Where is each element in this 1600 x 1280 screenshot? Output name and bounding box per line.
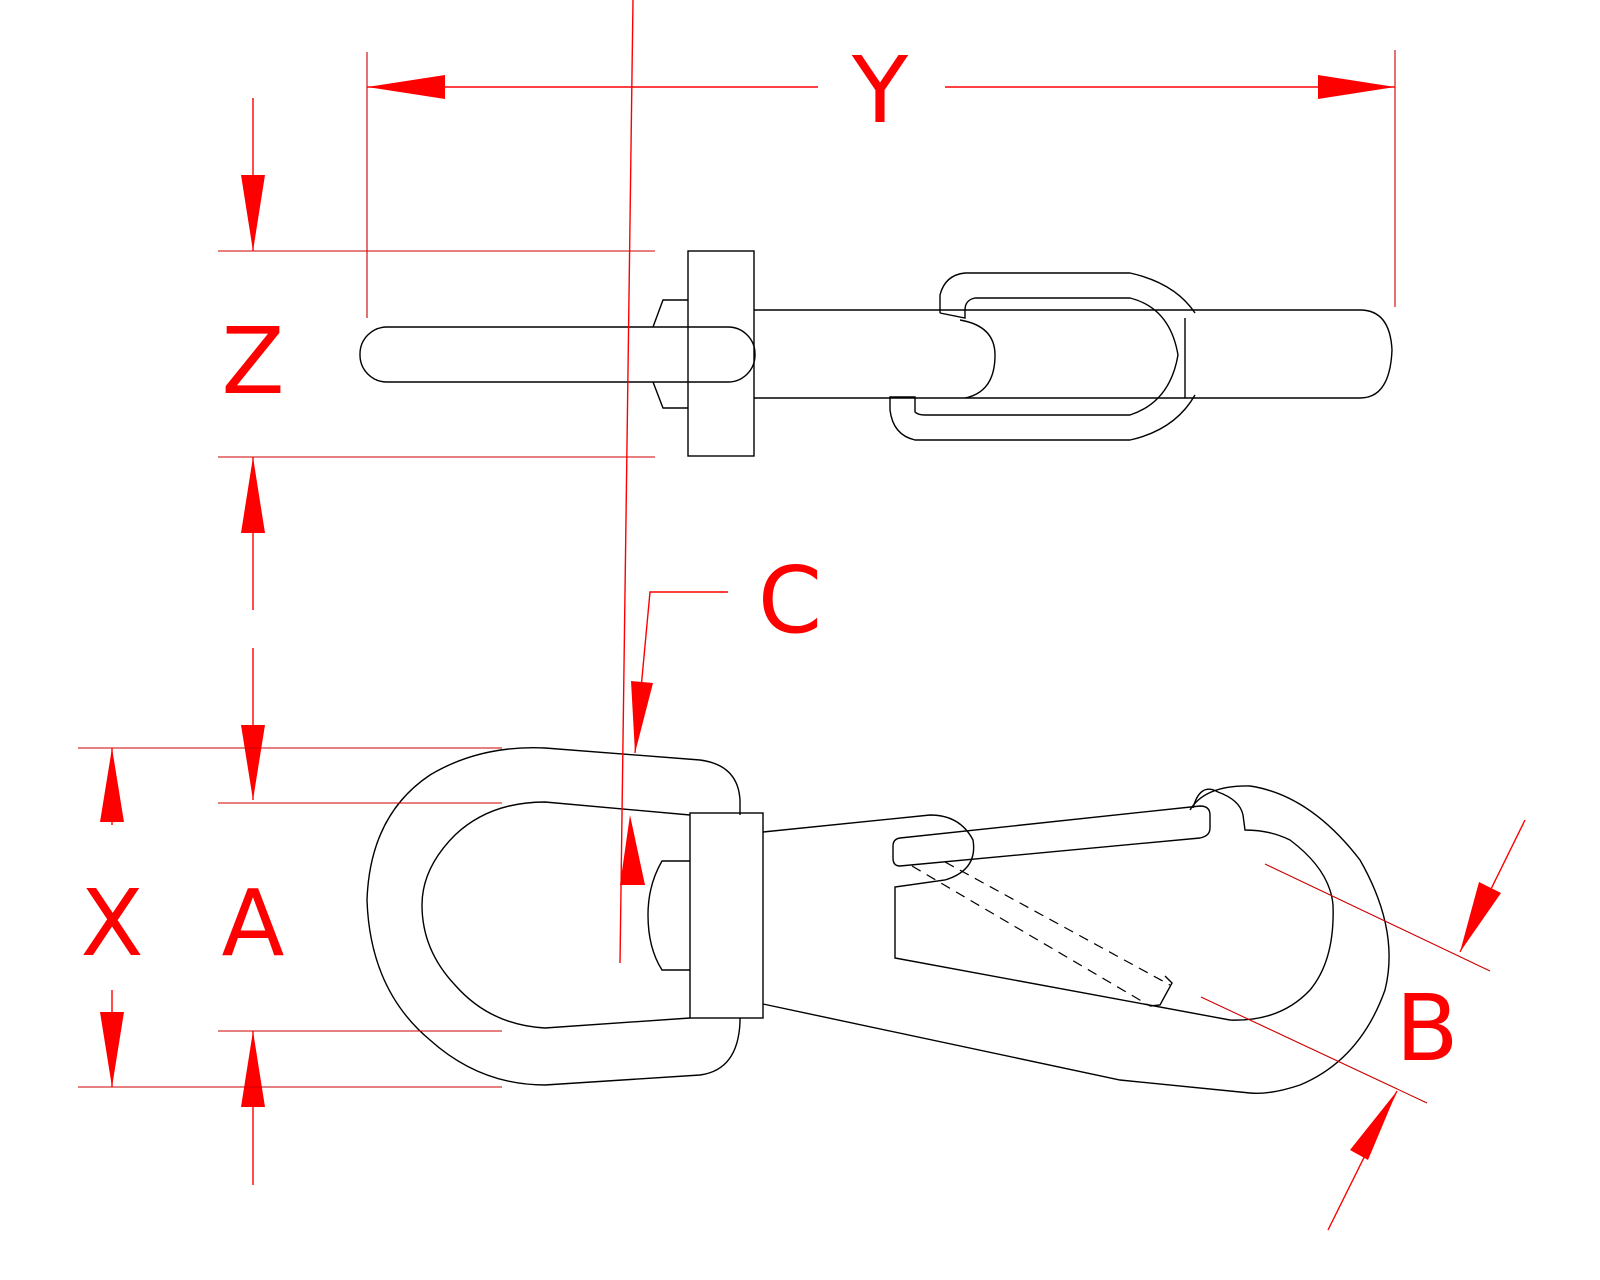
swivel-boss [647,860,690,971]
side-view [366,747,1390,1095]
dimension-C: C [619,0,822,964]
dimension-Y: Y [366,37,1396,318]
arrow-down-icon [241,175,265,251]
eye-inner [421,801,691,1029]
dimension-label-Z: Z [221,308,284,415]
dimension-label-C: C [758,547,822,654]
arrow-up-icon [620,815,645,885]
dimension-label-Y: Y [851,37,909,144]
top-view [359,250,1393,457]
arrow-right-icon [1318,75,1395,99]
dimension-Z: Z [218,98,655,800]
arrow-up-icon [100,748,124,822]
eye-outer [366,747,741,1086]
sleeve-curve [959,319,996,399]
gate-bar [892,805,1211,867]
arrow-down-icon [100,1012,124,1087]
arrow-up-icon [241,1031,265,1107]
gate-loop [889,272,1196,441]
dimension-A: A [218,802,502,1185]
eye-rod-profile [359,326,756,383]
dimension-label-X: X [80,870,143,977]
arrow-up-icon [1350,1091,1397,1160]
arrow-up-icon [241,457,265,533]
gate-spring-end [1149,975,1173,1007]
chamfer-nut [652,299,688,409]
body-shaft [754,309,1393,399]
arrow-down-icon [241,725,265,800]
dimension-X: X [78,747,502,1088]
hook-body-upper [762,788,1334,1021]
arrow-down-icon [631,681,653,753]
gate-spring-hidden [911,861,1171,1007]
dimension-label-B: B [1395,975,1458,1082]
swivel-head-plate [687,250,755,457]
dimension-B: B [1200,819,1526,1231]
hook-body-outer [762,785,1390,1095]
arrow-left-icon [367,75,445,99]
arrow-down-icon [1460,882,1501,952]
dimension-label-A: A [222,870,285,977]
swivel-block [689,812,764,1019]
